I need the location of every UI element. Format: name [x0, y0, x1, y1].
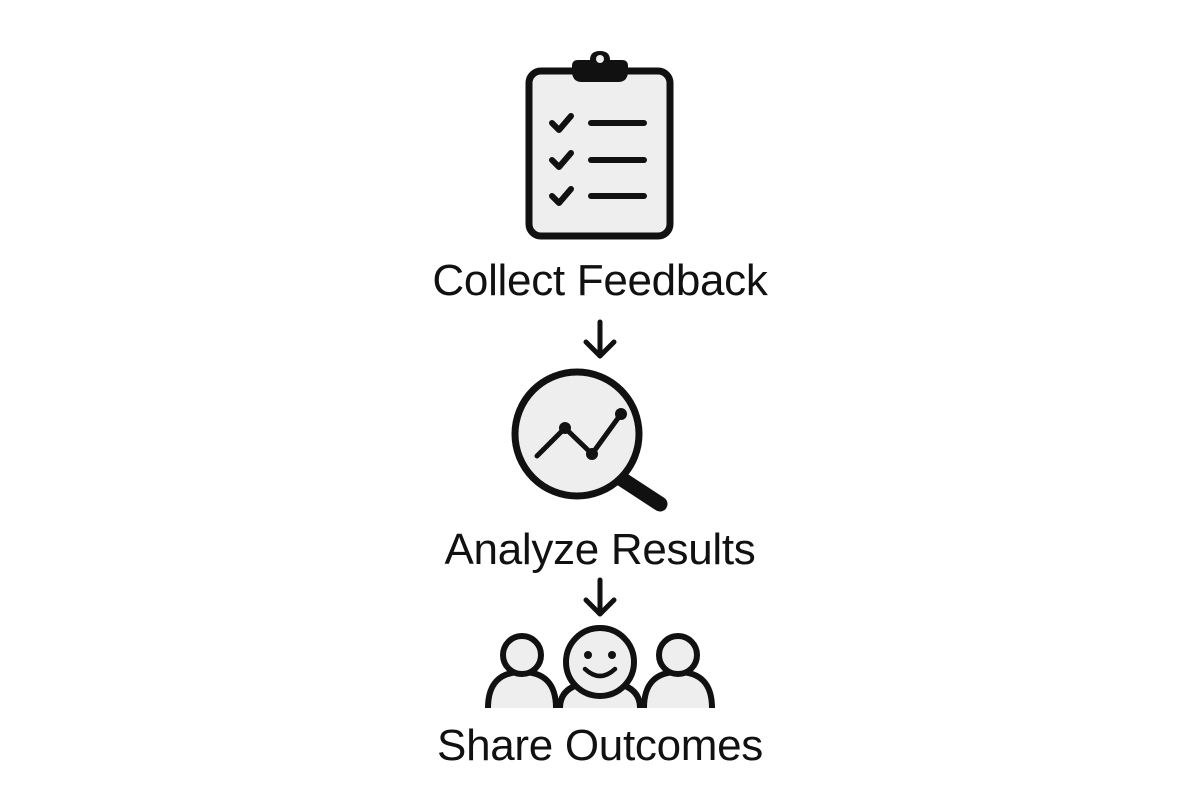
step-label-share: Share Outcomes	[437, 721, 763, 770]
step-label-analyze: Analyze Results	[444, 525, 756, 574]
people-group-icon	[482, 625, 718, 710]
clipboard-checklist-icon	[525, 51, 674, 240]
down-arrow-icon	[583, 319, 617, 359]
magnifier-trend-icon	[511, 368, 668, 512]
down-arrow-icon	[583, 577, 617, 617]
step-label-collect: Collect Feedback	[432, 256, 768, 305]
